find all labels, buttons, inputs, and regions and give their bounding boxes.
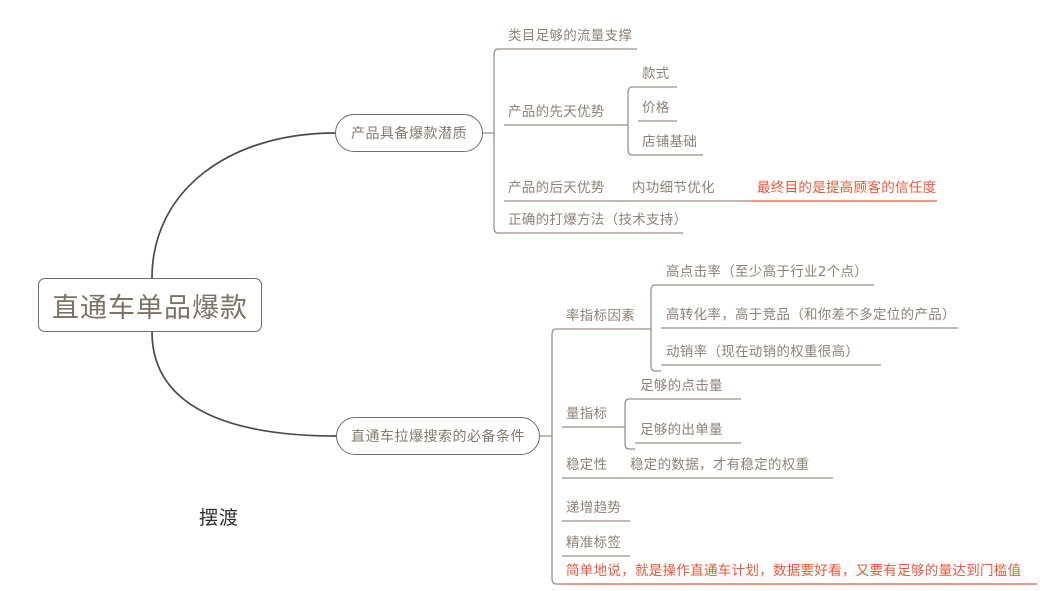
footnote-label: 摆渡 — [199, 507, 240, 529]
node-sales-rate[interactable]: 动销率（现在动销的权重很高） — [666, 344, 860, 360]
branch-node-label: 产品具备爆款潜质 — [351, 126, 467, 142]
node-summary-note[interactable]: 简单地说，就是操作直通车计划，数据要好看，又要有足够的量达到门槛值 — [566, 563, 1022, 579]
node-enough-orders[interactable]: 足够的出单量 — [640, 422, 723, 438]
node-build-customer-trust[interactable]: 最终目的是提高顾客的信任度 — [757, 180, 937, 196]
node-stable-data-stable-weight[interactable]: 稳定的数据，才有稳定的权重 — [630, 457, 810, 473]
node-shop-foundation[interactable]: 店铺基础 — [642, 134, 698, 150]
node-category-traffic-support[interactable]: 类目足够的流量支撑 — [508, 28, 633, 44]
spine-lv — [650, 284, 661, 372]
node-price[interactable]: 价格 — [642, 100, 670, 116]
root-node[interactable]: 直通车单品爆款 — [38, 278, 262, 332]
node-internal-detail-optimization[interactable]: 内功细节优化 — [632, 180, 715, 196]
node-style[interactable]: 款式 — [642, 66, 670, 82]
node-volume-indicators[interactable]: 量指标 — [566, 406, 608, 422]
node-high-ctr[interactable]: 高点击率（至少高于行业2个点） — [666, 264, 869, 280]
node-precise-tags[interactable]: 精准标签 — [566, 535, 622, 551]
spine-xiantian — [627, 86, 638, 156]
node-enough-clicks[interactable]: 足够的点击量 — [640, 378, 723, 394]
edge-root-to-branch-2 — [151, 331, 337, 437]
branch-node-label: 直通车拉爆搜索的必备条件 — [351, 429, 525, 445]
spine-branch1 — [493, 48, 504, 234]
node-high-conversion[interactable]: 高转化率，高于竞品（和你差不多定位的产品） — [666, 307, 956, 323]
node-innate-advantage[interactable]: 产品的先天优势 — [508, 104, 605, 120]
node-correct-explosion-method[interactable]: 正确的打爆方法（技术支持） — [508, 212, 688, 228]
node-stability[interactable]: 稳定性 — [566, 457, 608, 473]
branch-node-product-potential[interactable]: 产品具备爆款潜质 — [335, 114, 483, 152]
root-node-label: 直通车单品爆款 — [52, 292, 248, 324]
node-acquired-advantage[interactable]: 产品的后天优势 — [508, 180, 605, 196]
spine-branch2 — [551, 328, 562, 585]
edge-root-to-branch-1 — [151, 132, 336, 279]
node-increasing-trend[interactable]: 递增趋势 — [566, 500, 622, 516]
spine-liang — [624, 398, 635, 450]
node-rate-indicators[interactable]: 率指标因素 — [566, 308, 635, 324]
branch-node-search-conditions[interactable]: 直通车拉爆搜索的必备条件 — [336, 417, 540, 455]
